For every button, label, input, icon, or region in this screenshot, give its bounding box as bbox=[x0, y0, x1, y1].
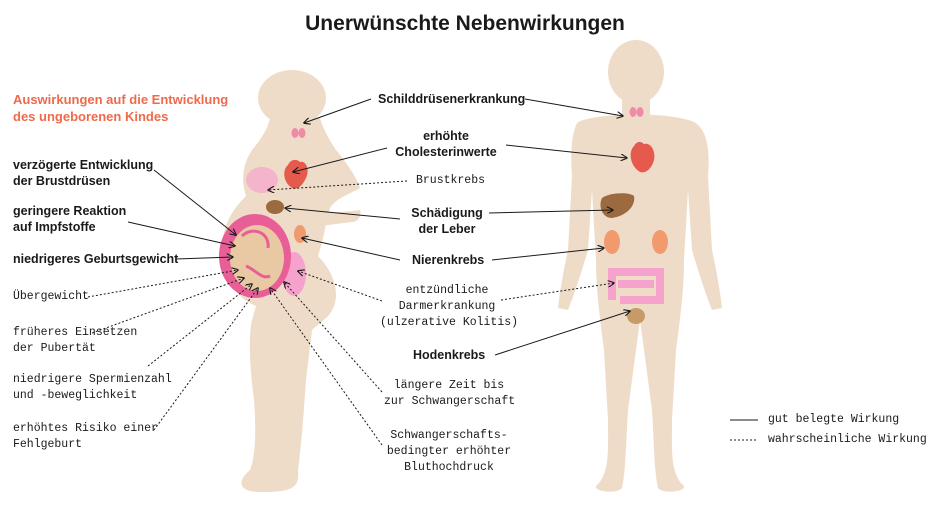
liver-icon bbox=[266, 200, 284, 214]
legend-dotted-label: wahrscheinliche Wirkung bbox=[768, 433, 927, 446]
label-nierenkrebs: Nierenkrebs bbox=[412, 253, 485, 267]
label-fehlgeburt: erhöhtes Risiko einer Fehlgeburt bbox=[13, 422, 158, 451]
label-leber: Schädigung der Leber bbox=[411, 206, 483, 236]
label-brustkrebs: Brustkrebs bbox=[416, 174, 486, 187]
label-cholesterin: erhöhte Cholesterinwerte bbox=[395, 129, 497, 159]
man-thyroid-icon bbox=[629, 107, 644, 117]
legend-solid-label: gut belegte Wirkung bbox=[768, 413, 900, 426]
label-impfstoffe: geringere Reaktion auf Impfstoffe bbox=[13, 204, 127, 234]
label-pubertaet: früheres Einsetzen der Pubertät bbox=[13, 326, 138, 355]
diagram-title: Unerwünschte Nebenwirkungen bbox=[305, 12, 625, 35]
man-kidney-right-icon bbox=[652, 230, 668, 254]
label-hodenkrebs: Hodenkrebs bbox=[413, 348, 486, 362]
label-spermien: niedrigere Spermienzahl und -beweglichke… bbox=[13, 373, 172, 402]
label-darmerkrankung: entzündliche Darmerkrankung (ulzerative … bbox=[380, 284, 519, 329]
section-heading: Auswirkungen auf die Entwicklung des ung… bbox=[13, 92, 229, 124]
label-brustdruesen: verzögerte Entwicklung der Brustdrüsen bbox=[13, 158, 154, 188]
man-testis-icon bbox=[627, 308, 645, 324]
label-schwangerschaft-zeit: längere Zeit bis zur Schwangerschaft bbox=[384, 379, 516, 408]
thyroid-icon bbox=[291, 128, 306, 138]
label-uebergewicht: Übergewicht bbox=[13, 290, 89, 303]
label-schilddruese: Schilddrüsenerkrankung bbox=[378, 92, 526, 106]
fetus-icon bbox=[230, 225, 284, 291]
man-kidney-left-icon bbox=[604, 230, 620, 254]
man-heart-icon bbox=[630, 141, 655, 173]
label-bluthochdruck: Schwangerschafts- bedingter erhöhter Blu… bbox=[386, 429, 512, 474]
kidney-icon bbox=[294, 225, 306, 243]
breast-organ-icon bbox=[246, 167, 278, 193]
connector-lines bbox=[87, 98, 758, 446]
label-geburtsgewicht: niedrigeres Geburtsgewicht bbox=[13, 252, 179, 266]
